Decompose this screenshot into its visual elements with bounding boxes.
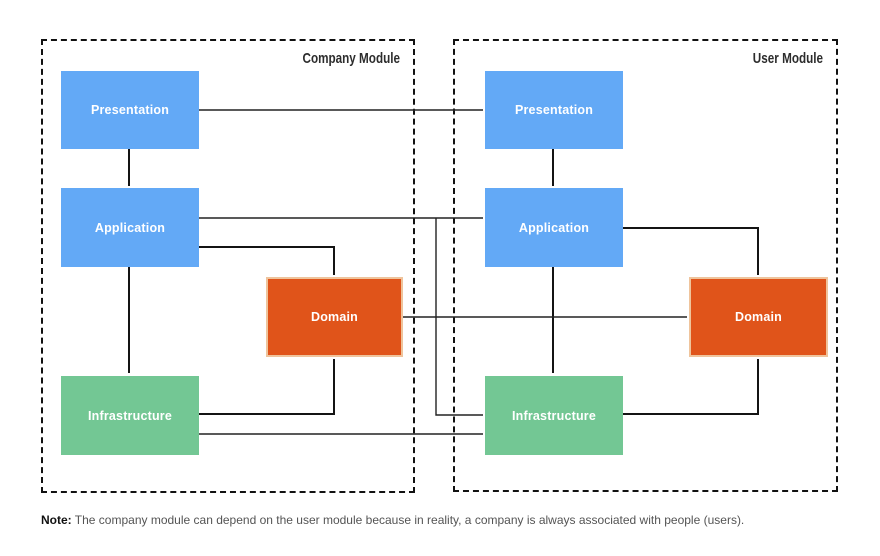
user-application-box: Application bbox=[485, 188, 623, 267]
company-infrastructure-box: Infrastructure bbox=[61, 376, 199, 455]
company-presentation-box: Presentation bbox=[61, 71, 199, 149]
company-application-label: Application bbox=[94, 220, 166, 235]
user-domain-label: Domain bbox=[734, 310, 783, 324]
user-infrastructure-box: Infrastructure bbox=[485, 376, 623, 455]
company-application-box: Application bbox=[61, 188, 199, 267]
user-application-label: Application bbox=[518, 220, 590, 235]
company-module-container: Company Module bbox=[41, 39, 415, 493]
company-domain-box: Domain bbox=[266, 277, 403, 357]
footer-note-label: Note: bbox=[41, 513, 72, 527]
footer-note-text: The company module can depend on the use… bbox=[71, 513, 745, 527]
company-module-title: Company Module bbox=[302, 50, 400, 67]
user-presentation-box: Presentation bbox=[485, 71, 623, 149]
user-infrastructure-label: Infrastructure bbox=[511, 408, 597, 423]
company-domain-label: Domain bbox=[310, 310, 359, 324]
footer-note: Note: The company module can depend on t… bbox=[41, 513, 744, 527]
company-presentation-label: Presentation bbox=[90, 103, 170, 117]
company-infrastructure-label: Infrastructure bbox=[87, 408, 173, 423]
user-module-title: User Module bbox=[752, 50, 823, 67]
user-domain-box: Domain bbox=[689, 277, 828, 357]
user-presentation-label: Presentation bbox=[514, 103, 594, 117]
